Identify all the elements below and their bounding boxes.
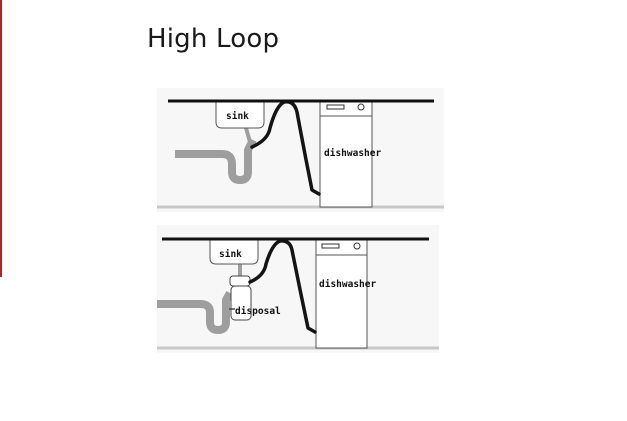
left-margin-rule [0,0,2,277]
drain-pipe [175,138,257,184]
page-title: High Loop [147,24,280,54]
dishwasher-body [315,239,368,349]
disposal-collar [229,275,251,287]
dishwasher-label: dishwasher [319,279,376,290]
dishwasher-control-slot [326,104,345,110]
sink-label: sink [226,111,249,122]
sink-tailpiece [244,127,252,143]
sink-label: sink [219,249,242,260]
dishwasher-control-slot [321,243,340,249]
sink-basin [215,100,265,129]
diagram-bottom-background [157,225,439,353]
dishwasher-knob [353,242,361,250]
dishwasher-body [319,99,373,208]
dishwasher-label: dishwasher [324,148,381,159]
dishwasher-knob [357,103,365,111]
drain-hose-high-loop [248,239,317,334]
disposal-body [230,285,252,321]
sink-basin [209,238,259,265]
disposal-label: disposal [235,306,281,317]
drain-pipe [157,291,234,334]
